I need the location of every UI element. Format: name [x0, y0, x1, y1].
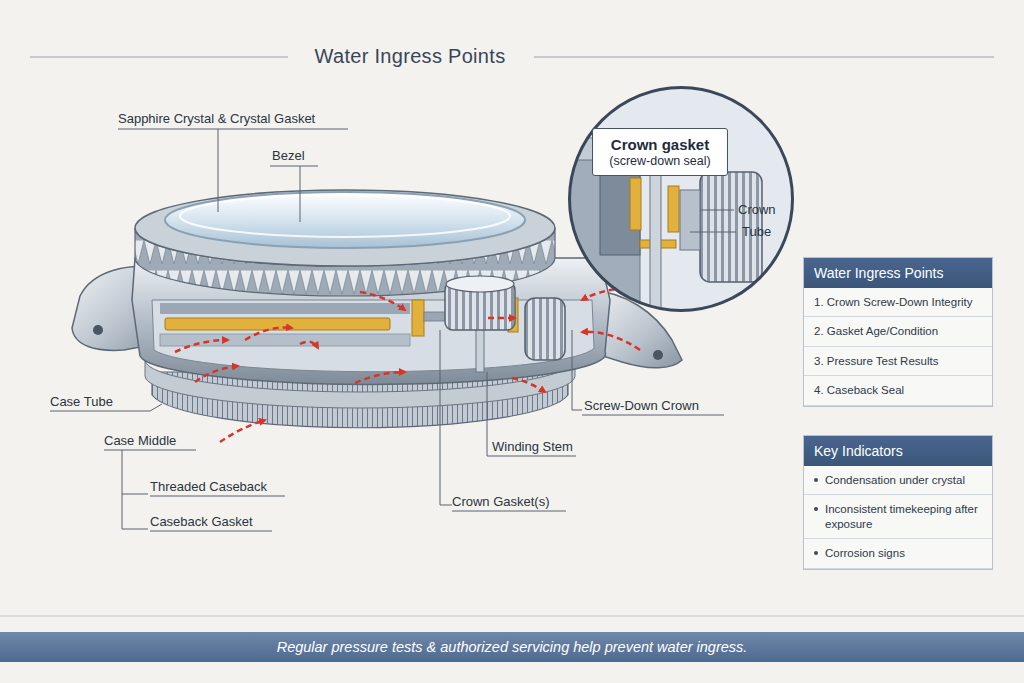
part-label: Case Middle — [104, 433, 176, 448]
leader-lines — [50, 129, 724, 531]
crown-thread — [680, 190, 700, 250]
winding-stem — [476, 328, 484, 372]
crown-guard — [525, 298, 565, 360]
part-label: Winding Stem — [492, 439, 573, 454]
callout-heading: Crown gasket — [593, 136, 727, 153]
part-label: Sapphire Crystal & Crystal Gasket — [118, 111, 315, 126]
info-panel: Water Ingress Points1. Crown Screw-Down … — [803, 257, 993, 407]
part-label: Case Tube — [50, 394, 113, 409]
cutaway-interior — [152, 276, 594, 372]
indicator-panel: Key IndicatorsCondensation under crystal… — [803, 435, 993, 570]
bullet-text: Condensation under crystal — [825, 473, 965, 487]
list-item: 3. Pressure Test Results — [804, 347, 992, 376]
gasket — [630, 178, 641, 230]
inset-detail — [568, 86, 794, 312]
part-label: Crown Gasket(s) — [452, 494, 550, 509]
part-label: Crown — [738, 202, 776, 217]
bullet-text: Inconsistent timekeeping after exposure — [825, 502, 984, 531]
footer-rule — [0, 616, 1024, 617]
list-item: 4. Caseback Seal — [804, 376, 992, 405]
callout-subheading: (screw-down seal) — [593, 154, 727, 168]
panel-header: Key Indicators — [804, 436, 992, 466]
case-tube — [600, 165, 640, 255]
panel-header: Water Ingress Points — [804, 258, 992, 288]
movement-ring — [160, 303, 410, 314]
bullet-row: Inconsistent timekeeping after exposure — [804, 495, 992, 539]
circle-border — [570, 88, 793, 311]
inset-background — [568, 86, 794, 312]
part-label: Tube — [742, 224, 771, 239]
circle-outline — [568, 86, 794, 312]
caption-band: Regular pressure tests & authorized serv… — [0, 632, 1024, 662]
part-label: Caseback Gasket — [150, 514, 253, 529]
bullet-text: Corrosion signs — [825, 546, 905, 560]
part-label: Bezel — [272, 148, 305, 163]
diagram-title: Water Ingress Points — [290, 45, 530, 68]
winding-stem — [650, 160, 661, 312]
bezel-top — [135, 190, 555, 266]
bullet-row: Condensation under crystal — [804, 466, 992, 495]
crystal — [165, 192, 525, 248]
ingress-arrows — [175, 288, 640, 442]
part-label: Screw-Down Crown — [584, 398, 699, 413]
crystal-highlight — [180, 195, 510, 237]
bullet-dot — [814, 551, 818, 555]
lug-hole — [653, 350, 663, 360]
bullet-dot — [814, 478, 818, 482]
leader-line — [690, 232, 736, 233]
list-item: 2. Gasket Age/Condition — [804, 317, 992, 346]
crown-top — [446, 276, 514, 292]
callout-box: Crown gasket(screw-down seal) — [592, 128, 728, 176]
gasket — [668, 186, 679, 232]
bullet-dot — [814, 507, 818, 511]
gasket — [412, 300, 424, 336]
bullet-row: Corrosion signs — [804, 539, 992, 568]
part-label: Threaded Caseback — [150, 479, 267, 494]
lug-hole — [93, 325, 103, 335]
leader-line — [700, 210, 734, 211]
caption-text: Regular pressure tests & authorized serv… — [277, 639, 748, 655]
inset-circle: CrownTube Crown gasket(screw-down seal) — [568, 86, 794, 312]
list-item: 1. Crown Screw-Down Integrity — [804, 288, 992, 317]
title-rules — [30, 57, 994, 58]
